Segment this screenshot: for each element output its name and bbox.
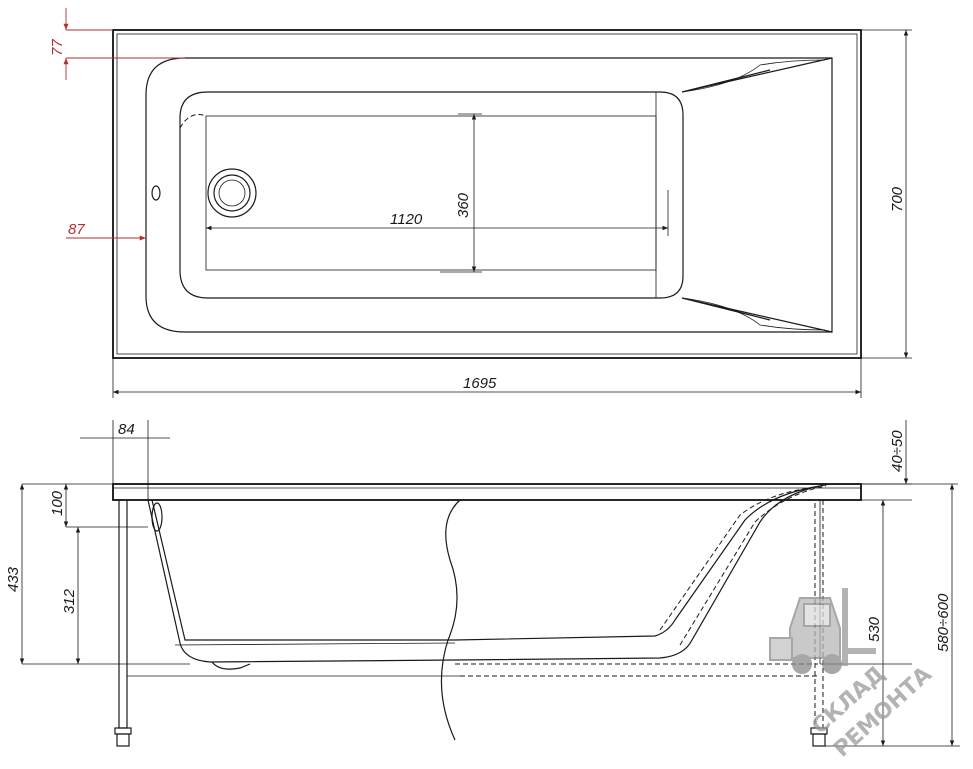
side-bowl-inner-line [151, 499, 455, 641]
floor-corner-dash [179, 114, 207, 129]
dim-rim-offset-label: 84 [118, 421, 135, 438]
left-leg [114, 499, 132, 747]
dim-length-label: 1695 [463, 375, 497, 392]
side-overflow-icon [151, 502, 163, 532]
dim-side-label: 87 [68, 221, 85, 238]
dim-leg-height-label: 530 [866, 616, 883, 642]
bathtub-outer-rim [112, 29, 862, 359]
dim-lip-label: 77 [49, 39, 66, 56]
backrest-curve-bottom [681, 297, 826, 331]
forklift-icon [769, 588, 876, 674]
dim-depth-label: 433 [5, 566, 22, 592]
overflow-icon [151, 185, 161, 201]
dim-bottom-length-label: 1120 [390, 211, 423, 228]
section-break-line [440, 499, 461, 741]
dim-overflow-height-label: 312 [61, 588, 78, 614]
dim-rim-to-overflow-label: 100 [49, 490, 66, 516]
side-view: 84 40÷50 100 433 312 530 580÷600 [5, 420, 960, 747]
drain-bump [211, 661, 251, 670]
dim-total-height-label: 580÷600 [935, 593, 952, 652]
bathtub-flat-bottom [205, 115, 657, 271]
backrest-curve-top [681, 59, 826, 93]
side-rim [112, 483, 862, 501]
bathtub-floor-outline [179, 91, 684, 299]
dim-rim-height-label: 40÷50 [889, 430, 906, 472]
side-backrest-hidden-2 [679, 485, 827, 646]
side-bowl-front [147, 499, 456, 663]
top-view: 1120 360 77 87 700 1695 [49, 8, 912, 398]
drain-icon [207, 168, 257, 218]
side-bowl-back [454, 483, 831, 661]
dim-width-label: 700 [889, 186, 906, 212]
dim-bottom-width-label: 360 [455, 192, 472, 218]
bathtub-rim-inner-edge [116, 33, 858, 355]
side-bowl-floor-line [174, 642, 456, 646]
watermark: СКЛАД РЕМОНТА [769, 588, 937, 762]
side-bowl-back-inner [454, 485, 821, 641]
bathtub-bowl-outline [145, 57, 833, 333]
bathtub-backrest-outline [681, 57, 833, 333]
